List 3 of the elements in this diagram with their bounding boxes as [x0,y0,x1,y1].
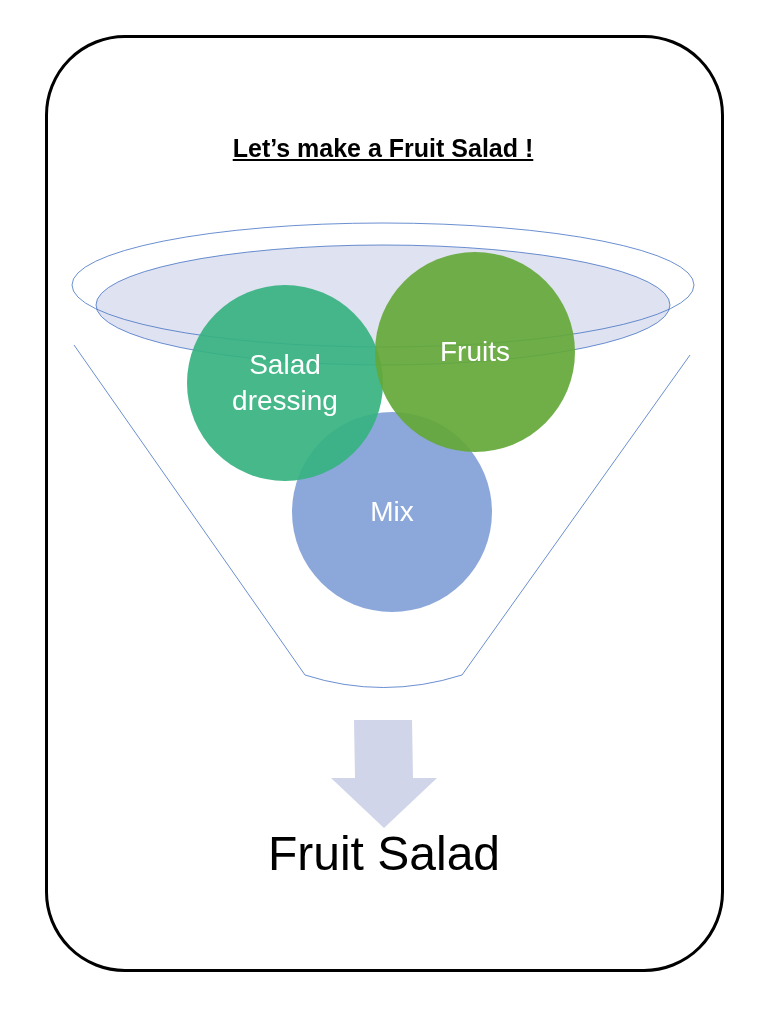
block-arrow [331,720,437,828]
title: Let’s make a Fruit Salad ! [231,134,535,163]
result-text: Fruit Salad [184,826,584,882]
